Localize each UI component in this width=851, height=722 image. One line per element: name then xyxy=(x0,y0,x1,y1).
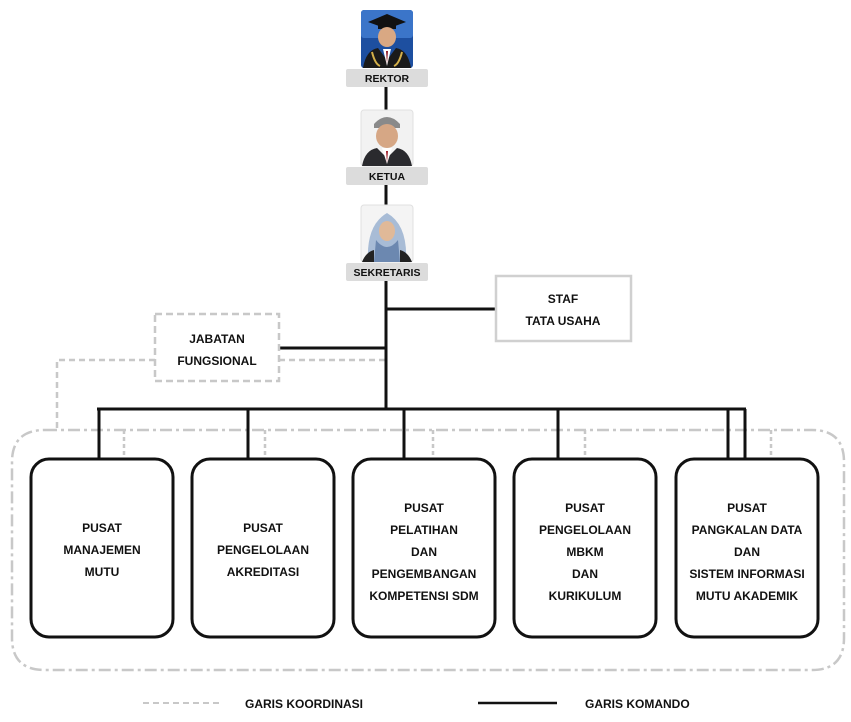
rektor-title: REKTOR xyxy=(365,73,410,85)
center-labels: PUSAT MANAJEMEN MUTU PUSAT PENGELOLAAN A… xyxy=(63,501,804,603)
center-1-line-2: MANAJEMEN xyxy=(63,543,140,557)
staff-box: STAF TATA USAHA xyxy=(494,274,633,343)
center-5-line-2: PANGKALAN DATA xyxy=(692,523,803,537)
legend-coordination-label: GARIS KOORDINASI xyxy=(245,697,363,711)
center-1-line-3: MUTU xyxy=(85,565,120,579)
center-4-line-2: PENGELOLAAN xyxy=(539,523,631,537)
center-4-line-3: MBKM xyxy=(566,545,603,559)
sekretaris-title: SEKRETARIS xyxy=(354,267,421,279)
center-box-5 xyxy=(674,457,820,639)
center-4-line-4: DAN xyxy=(572,567,598,581)
center-box-1 xyxy=(29,457,175,639)
sekretaris-photo xyxy=(360,204,414,263)
center-2-line-1: PUSAT xyxy=(243,521,283,535)
center-1-line-1: PUSAT xyxy=(82,521,122,535)
ketua-photo xyxy=(360,109,414,167)
official-sekretaris: SEKRETARIS xyxy=(346,204,428,281)
rektor-photo xyxy=(361,10,413,68)
staff-line-1: STAF xyxy=(548,292,578,306)
center-5-line-5: MUTU AKADEMIK xyxy=(696,589,799,603)
center-3-line-2: PELATIHAN xyxy=(390,523,458,537)
center-4-line-5: KURIKULUM xyxy=(549,589,622,603)
ketua-title: KETUA xyxy=(369,171,406,183)
center-5-line-1: PUSAT xyxy=(727,501,767,515)
functional-box: JABATAN FUNGSIONAL xyxy=(153,312,281,383)
functional-line-1: JABATAN xyxy=(189,332,245,346)
command-lines xyxy=(97,87,747,459)
legend-command-label: GARIS KOMANDO xyxy=(585,697,690,711)
sekretaris-label-bar xyxy=(346,263,428,281)
legend: GARIS KOORDINASI GARIS KOMANDO xyxy=(143,697,690,711)
center-4-line-1: PUSAT xyxy=(565,501,605,515)
center-box-3 xyxy=(351,457,497,639)
center-2-line-3: AKREDITASI xyxy=(227,565,299,579)
center-5-line-4: SISTEM INFORMASI xyxy=(689,567,804,581)
center-2-line-2: PENGELOLAAN xyxy=(217,543,309,557)
center-boxes xyxy=(29,457,820,639)
center-box-2 xyxy=(190,457,336,639)
coordination-link-functional xyxy=(55,358,155,430)
center-3-line-1: PUSAT xyxy=(404,501,444,515)
center-3-line-5: KOMPETENSI SDM xyxy=(369,589,478,603)
coordination-lines xyxy=(10,358,846,672)
rektor-label-bar xyxy=(346,69,428,87)
center-box-4 xyxy=(512,457,658,639)
center-5-line-3: DAN xyxy=(734,545,760,559)
ketua-label-bar xyxy=(346,167,428,185)
official-ketua: KETUA xyxy=(346,109,428,185)
staff-line-2: TATA USAHA xyxy=(526,314,601,328)
coordination-frame xyxy=(10,428,846,672)
center-3-line-4: PENGEMBANGAN xyxy=(372,567,477,581)
center-3-line-3: DAN xyxy=(411,545,437,559)
official-rektor: REKTOR xyxy=(346,10,428,87)
functional-line-2: FUNGSIONAL xyxy=(177,354,256,368)
